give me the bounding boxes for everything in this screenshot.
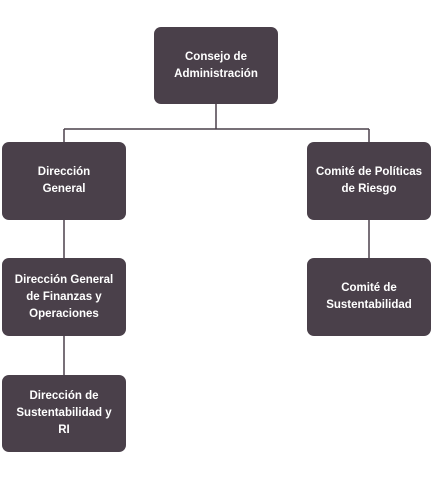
node-comite-sustentabilidad: Comité de Sustentabilidad [307, 258, 431, 336]
node-label: Comité de Sustentabilidad [326, 282, 412, 311]
node-direccion-general: Dirección General [2, 142, 126, 220]
node-label: Consejo de Administración [174, 50, 258, 80]
node-direccion-sustentabilidad-ri: Dirección de Sustentabilidad y RI [2, 375, 126, 452]
node-comite-politicas-riesgo: Comité de Políticas de Riesgo [307, 142, 431, 220]
node-label: Dirección General [37, 166, 91, 195]
node-label: Comité de Políticas de Riesgo [315, 166, 423, 195]
node-direccion-general-finanzas: Dirección General de Finanzas y Operacio… [2, 258, 126, 336]
node-label: Dirección General de Finanzas y Operacio… [14, 273, 114, 320]
node-label: Dirección de Sustentabilidad y RI [16, 390, 112, 436]
node-consejo-de-administracion: Consejo de Administración [154, 27, 278, 104]
